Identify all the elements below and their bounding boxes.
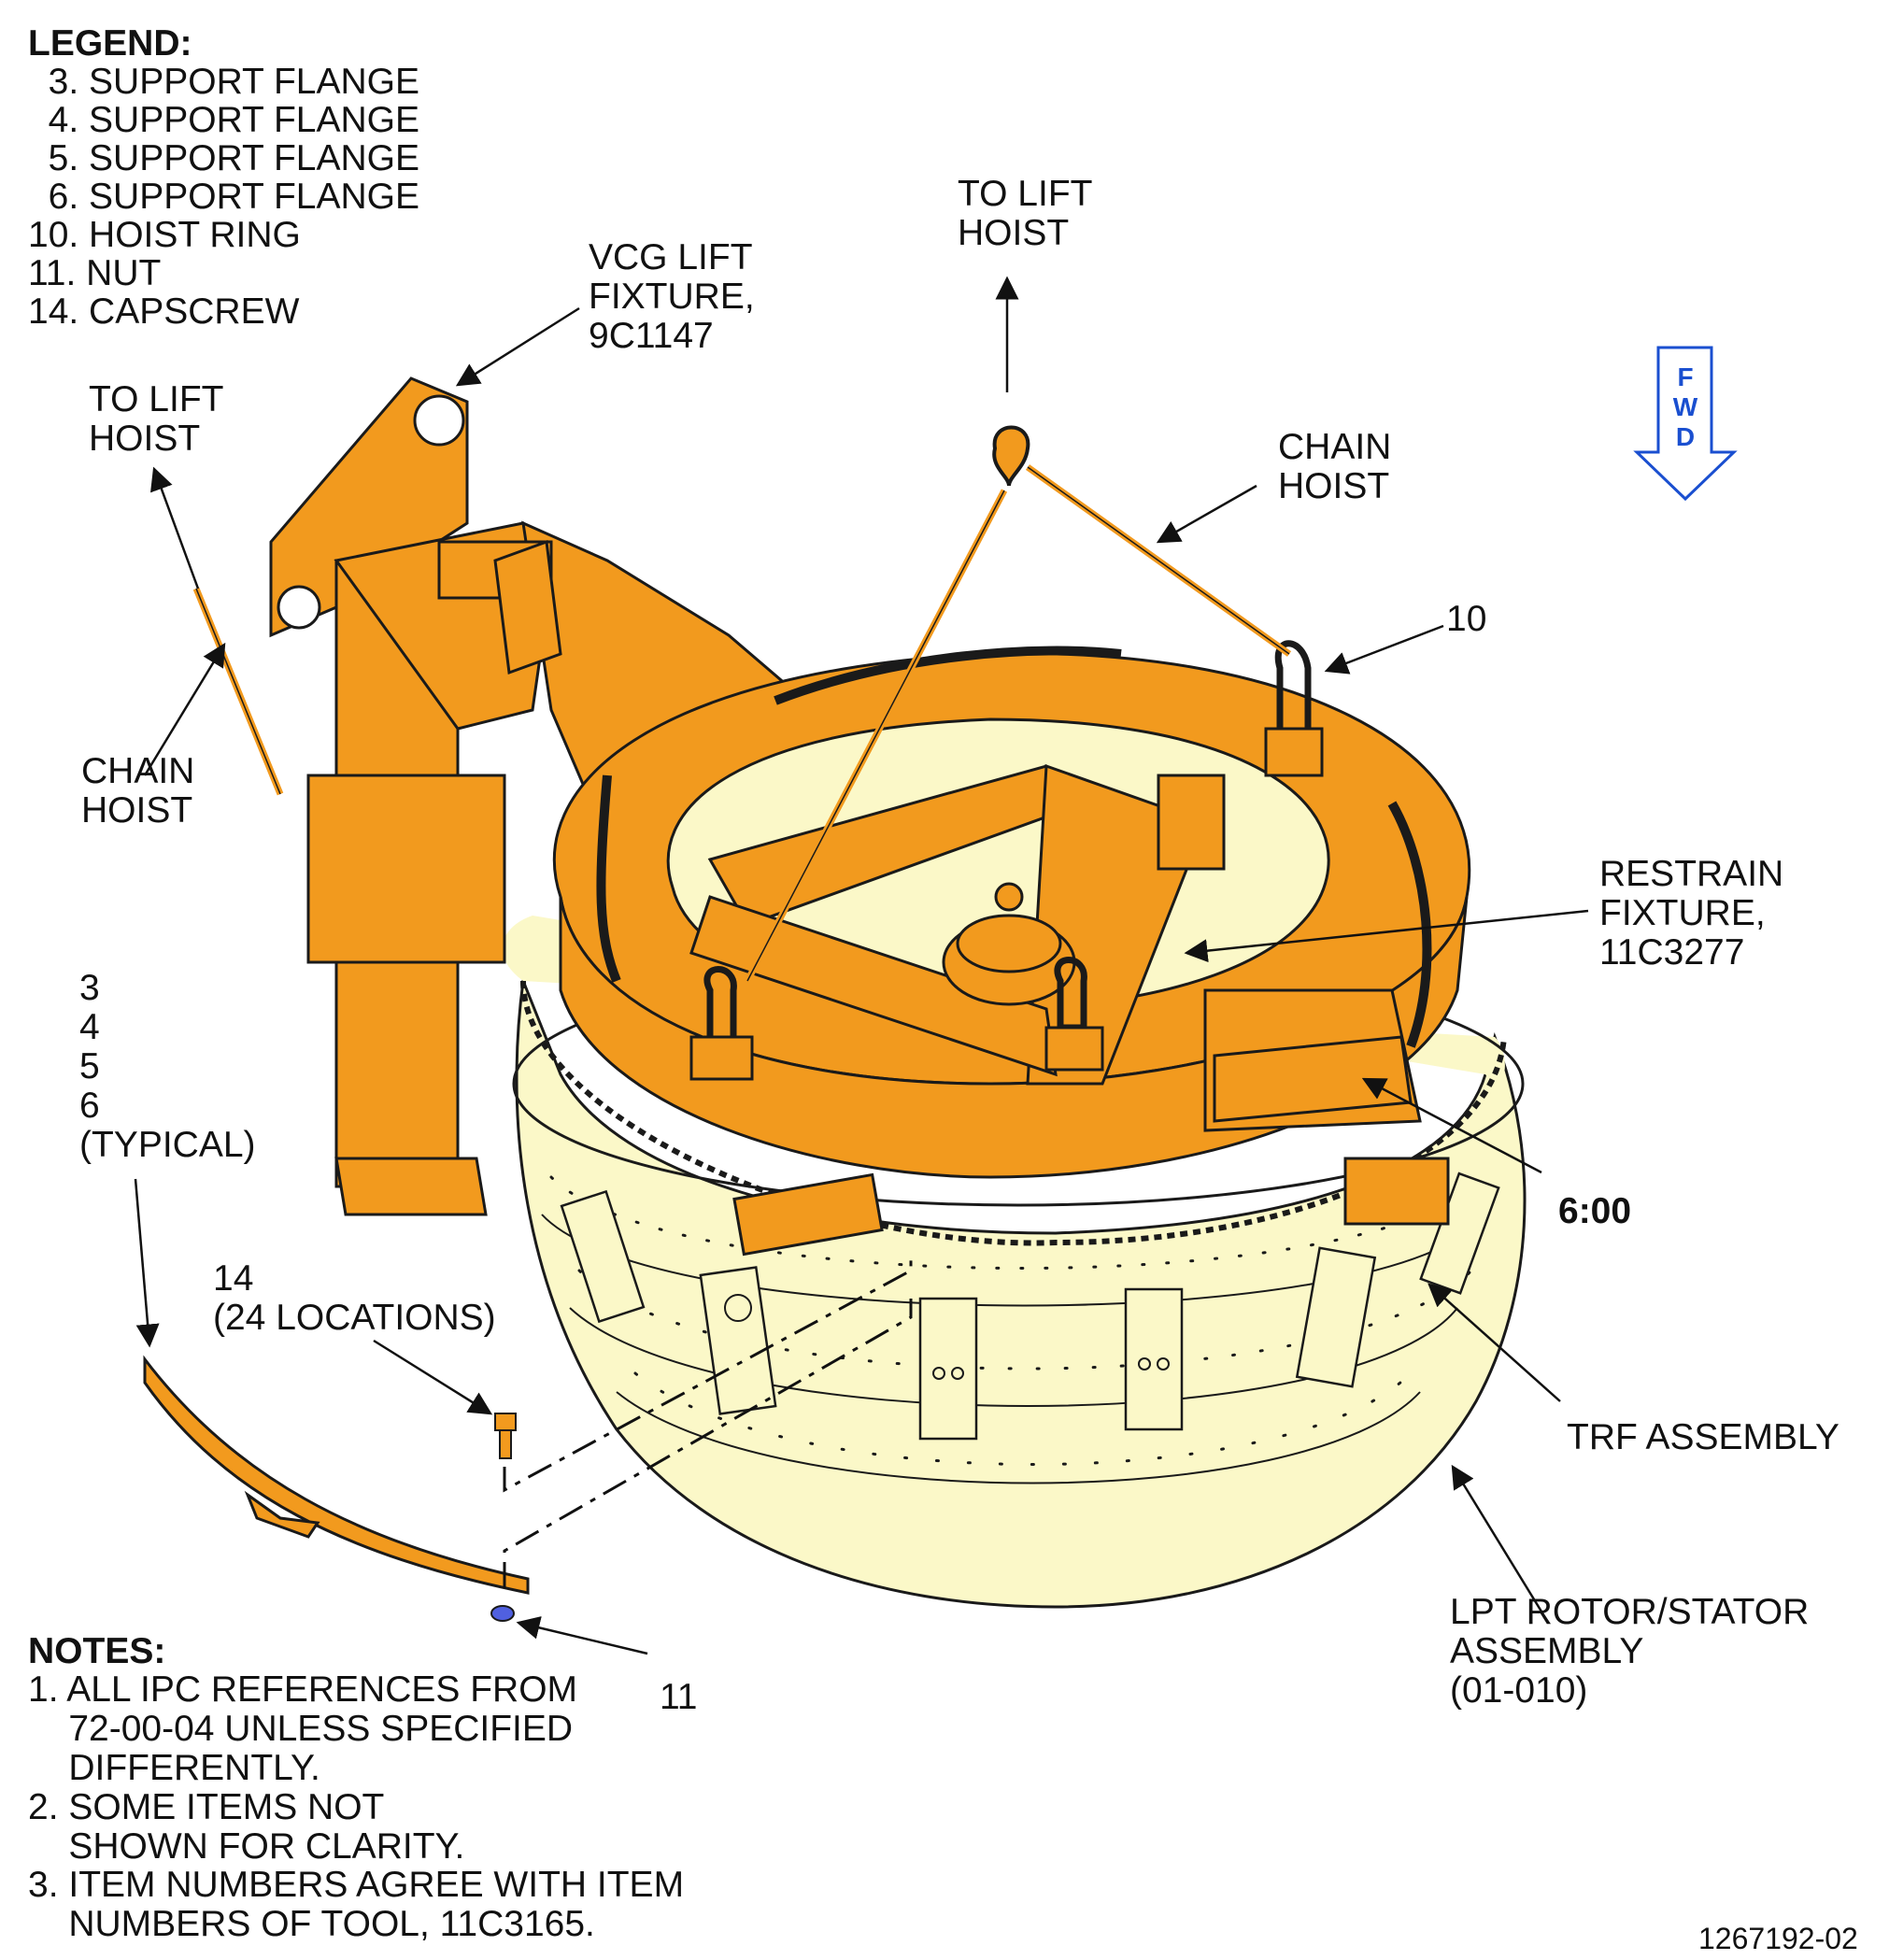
callout-six-oclock: 6:00 — [1558, 1191, 1632, 1231]
fwd-letter: D — [1675, 422, 1696, 451]
callout-item-14: 14 (24 LOCATIONS) — [213, 1258, 496, 1338]
phantom-lines — [503, 1252, 913, 1588]
callout-trf-assembly: TRF ASSEMBLY — [1567, 1417, 1839, 1457]
support-flange-part — [143, 1355, 530, 1595]
legend-item: 4. SUPPORT FLANGE — [28, 100, 420, 140]
chain-hoist-cables — [192, 425, 1292, 983]
note-item: 1. ALL IPC REFERENCES FROM 72-00-04 UNLE… — [28, 1669, 578, 1788]
callout-vcg-lift-fixture: VCG LIFT FIXTURE, 9C1147 — [589, 237, 755, 356]
callout-support-flanges: 3 4 5 6 (TYPICAL) — [79, 968, 256, 1165]
callout-chain-hoist-right: CHAIN HOIST — [1278, 427, 1392, 506]
callout-item-11: 11 — [660, 1677, 698, 1717]
callout-to-lift-hoist-left: TO LIFT HOIST — [89, 379, 224, 459]
callout-lpt-assembly: LPT ROTOR/STATOR ASSEMBLY (01-010) — [1450, 1592, 1810, 1711]
note-item: 2. SOME ITEMS NOT SHOWN FOR CLARITY. — [28, 1787, 465, 1867]
callout-restrain-fixture: RESTRAIN FIXTURE, 11C3277 — [1599, 854, 1784, 973]
note-item: 3. ITEM NUMBERS AGREE WITH ITEM NUMBERS … — [28, 1865, 685, 1944]
vcg-lift-fixture — [269, 376, 1471, 1257]
callout-to-lift-hoist-top: TO LIFT HOIST — [958, 174, 1093, 253]
figure-id: 1267192-02 — [1698, 1922, 1858, 1955]
leader-lines — [134, 276, 1589, 1655]
legend-item: 3. SUPPORT FLANGE — [28, 62, 420, 102]
nut-part — [490, 1605, 515, 1622]
legend-item: 14. CAPSCREW — [28, 291, 300, 332]
notes-title: NOTES: — [28, 1631, 166, 1671]
legend-item: 5. SUPPORT FLANGE — [28, 138, 420, 178]
fwd-letter: F — [1677, 362, 1694, 391]
callout-item-10: 10 — [1446, 599, 1487, 639]
callout-chain-hoist-left: CHAIN HOIST — [81, 751, 195, 831]
legend-item: 6. SUPPORT FLANGE — [28, 177, 420, 217]
legend-item: 10. HOIST RING — [28, 215, 301, 255]
legend-item: 11. NUT — [28, 253, 162, 293]
fwd-letter: W — [1672, 392, 1698, 421]
fwd-arrow-icon — [1633, 346, 1738, 502]
capscrew-part — [494, 1413, 517, 1459]
legend-title: LEGEND: — [28, 23, 192, 64]
